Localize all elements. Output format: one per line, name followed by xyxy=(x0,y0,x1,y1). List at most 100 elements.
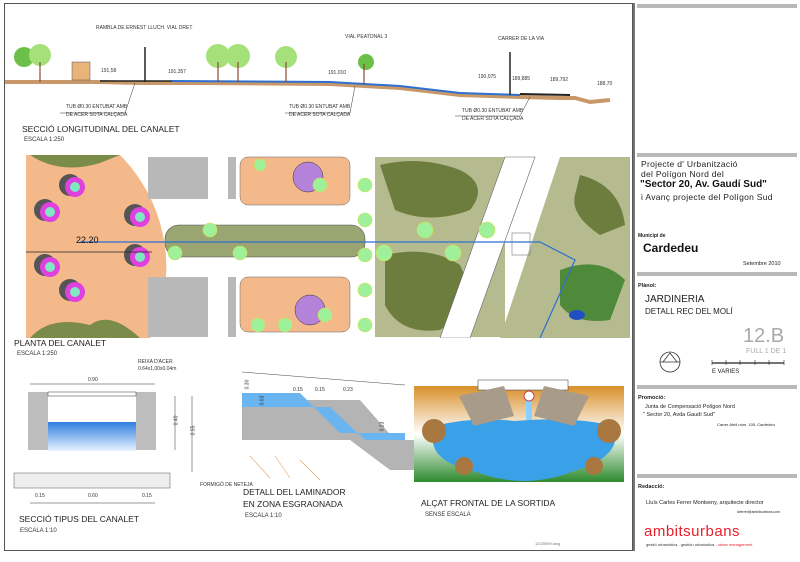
municipality-label: Municipi de xyxy=(638,233,666,239)
title-block-divider xyxy=(637,153,797,157)
grate-note: REIXA D'ACER xyxy=(138,359,173,365)
leader-lines xyxy=(60,82,531,117)
project-line-2: del Polígon Nord del xyxy=(641,169,725,179)
project-line-1: Projecte d' Urbanització xyxy=(641,159,738,169)
road-block xyxy=(228,277,236,337)
promoter-line-2: " Sector 20, Avda Gaudí Sud" xyxy=(643,412,715,418)
road-block xyxy=(228,157,236,199)
dim-w1: 0.15 xyxy=(293,387,303,393)
plan-scale: ESCALA 1:250 xyxy=(17,351,58,357)
detail-title-2: EN ZONA ESGRAONADA xyxy=(243,499,343,509)
street-label: CARRER DE LA VIA xyxy=(498,36,545,42)
project-name: "Sector 20, Av. Gaudí Sud" xyxy=(640,179,767,190)
scale-value: E VARIES xyxy=(712,369,740,375)
logo-tagline-3: urban management xyxy=(717,542,753,547)
soil-hatch xyxy=(249,455,321,481)
pipe-note: TUB Ø0.30 ENTUBAT AMB xyxy=(462,108,524,114)
longitudinal-section-drawing xyxy=(5,44,611,117)
detail-scale: ESCALA 1:10 xyxy=(245,513,282,519)
outlet-title: ALÇAT FRONTAL DE LA SORTIDA xyxy=(421,498,556,508)
stone-wall xyxy=(534,386,589,426)
concrete-step xyxy=(242,400,415,470)
diagonal-road xyxy=(439,156,536,338)
dim-h-inner: 0.40 xyxy=(173,415,180,426)
typical-section-drawing xyxy=(13,383,193,504)
rocks xyxy=(422,419,621,475)
scale-bar-icon xyxy=(711,360,785,365)
dim-right: 0.15 xyxy=(142,493,152,499)
green-strip xyxy=(164,224,366,258)
dim-top: 0.90 xyxy=(88,377,98,383)
sheet-count: FULL 1 DE 1 xyxy=(746,348,787,355)
company-logo: ambitsurbans xyxy=(644,523,741,540)
elevation-label: 191,58 xyxy=(101,68,117,74)
drawing-frame xyxy=(4,3,633,551)
dim-h2: 0.03 xyxy=(259,395,266,406)
channel-interior xyxy=(48,392,136,424)
sheet-number: 12.B xyxy=(743,325,785,347)
plan-drawing xyxy=(26,155,630,338)
water-jet xyxy=(526,398,532,420)
dim-mid: 0.60 xyxy=(88,493,98,499)
section-scale: ESCALA 1:10 xyxy=(20,528,57,534)
pipe-note: TUB Ø0.30 ENTUBAT AMB xyxy=(289,104,351,110)
file-reference: 12CB999.dwg xyxy=(535,541,561,546)
canal-line xyxy=(80,241,576,338)
pipe-note: DE ACER SOTA CALÇADA xyxy=(462,116,524,122)
pipe-note: DE ACER SOTA CALÇADA xyxy=(66,112,128,118)
water xyxy=(48,422,136,451)
plaza-tree-centers xyxy=(45,182,145,297)
dimension-lines xyxy=(30,383,193,504)
water-layer xyxy=(242,393,405,440)
ground-line xyxy=(241,371,406,386)
pipe-outlet xyxy=(523,390,535,402)
pond xyxy=(432,419,616,481)
plan-title: JARDINERIA xyxy=(645,294,705,305)
logo-tagline-2: gestión urbanística xyxy=(680,542,715,547)
promoter-line-1: Junta de Compensació Polígon Nord xyxy=(645,404,735,410)
road-block xyxy=(148,157,208,199)
plaza xyxy=(26,155,167,338)
detail-title: DETALL DEL LAMINADOR xyxy=(243,487,346,497)
elevation-label: 191,357 xyxy=(168,69,187,75)
street-label: VIAL PEATONAL 3 xyxy=(345,34,388,40)
author-label: Redacció: xyxy=(638,484,665,490)
project-line-4: i Avanç projecte del Polígon Sud xyxy=(641,192,773,202)
section-title: SECCIÓ TIPUS DEL CANALET xyxy=(19,514,139,524)
tree-trunks xyxy=(39,62,365,84)
kiosk xyxy=(71,61,91,81)
shrub-mass xyxy=(380,161,478,218)
elevation-label: 191,010 xyxy=(328,70,347,76)
dim-h-total: 0.55 xyxy=(190,425,197,436)
outlet-scale: SENSE ESCALA xyxy=(425,512,471,518)
dim-h1: 0.30 xyxy=(244,379,251,390)
plan-dimension: 22.20 xyxy=(76,235,99,245)
title-block-divider xyxy=(637,272,797,276)
promoter-address: Carrer Abril núm. 105, Cardedeu xyxy=(717,422,775,427)
plan-title: PLANTA DEL CANALET xyxy=(14,338,107,348)
promoter-label: Promoció: xyxy=(638,395,666,401)
street-label: RAMBLA DE ERNEST LLUCH. VIAL DRET xyxy=(96,25,193,31)
water-channel xyxy=(171,80,521,96)
author-email: lcferrer@ambitsurbans.com xyxy=(737,510,781,514)
dim-w3: 0.23 xyxy=(343,387,353,393)
laminator-detail-drawing xyxy=(241,371,415,481)
grate xyxy=(47,391,137,397)
elevation-label: 189,885 xyxy=(512,76,531,82)
garden-bed xyxy=(560,264,625,321)
plan-subtitle: DETALL REC DEL MOLÍ xyxy=(645,307,733,316)
shrub-mass xyxy=(385,251,467,331)
dim-left: 0.15 xyxy=(35,493,45,499)
shrub-mass xyxy=(574,175,625,235)
base-note: FORMIGÓ DE NETEJA xyxy=(200,482,253,488)
section-title: SECCIÓ LONGITUDINAL DEL CANALET xyxy=(22,124,180,134)
logo-tagline: gestió urbanística . gestión urbanística… xyxy=(646,542,753,547)
pipe-note: DE ACER SOTA CALÇADA xyxy=(289,112,351,118)
plan-label: Plànol: xyxy=(638,283,657,289)
logo-tagline-1: gestió urbanística xyxy=(646,542,678,547)
grate-note-dims: 0.64x1.00x0.04m xyxy=(138,366,177,372)
road-block xyxy=(148,277,208,337)
title-block-border xyxy=(633,3,635,551)
elevation-label: 188,70 xyxy=(597,81,613,87)
date: Setembre 2010 xyxy=(743,261,781,267)
